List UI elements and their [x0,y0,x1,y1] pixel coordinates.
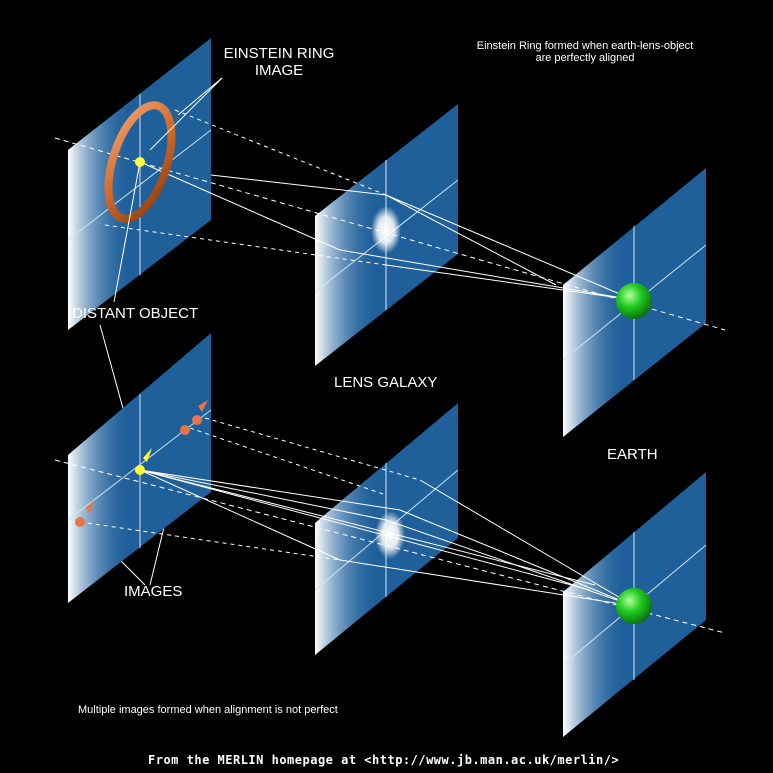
lens-galaxy-bottom [375,511,405,559]
distant-object-label: DISTANT OBJECT [72,305,199,322]
caption-top: Einstein Ring formed when earth-lens-obj… [440,40,730,64]
credit-line: From the MERLIN homepage at <http://www.… [148,753,620,767]
caption-bottom: Multiple images formed when alignment is… [78,704,338,716]
images-label: IMAGES [124,583,183,600]
caption-top-line2: are perfectly aligned [535,52,635,64]
caption-top-line1: Einstein Ring formed when earth-lens-obj… [476,40,694,52]
source-plane-top [67,38,212,330]
distant-object-bottom [135,465,145,475]
earth-bottom [616,588,652,624]
einstein-ring-image-line1: EINSTEIN RING [223,45,335,62]
earth-top [616,283,652,319]
image-spot-2 [192,415,202,425]
lens-galaxy-label: LENS GALAXY [334,374,438,391]
einstein-ring-image-label: EINSTEIN RING IMAGE [214,45,344,79]
earth-label: EARTH [607,446,658,463]
einstein-ring [104,101,176,223]
einstein-ring-image-line2: IMAGE [254,62,304,79]
lens-galaxy-top [371,206,401,254]
image-spot-1 [180,425,190,435]
image-spot-3 [75,517,85,527]
